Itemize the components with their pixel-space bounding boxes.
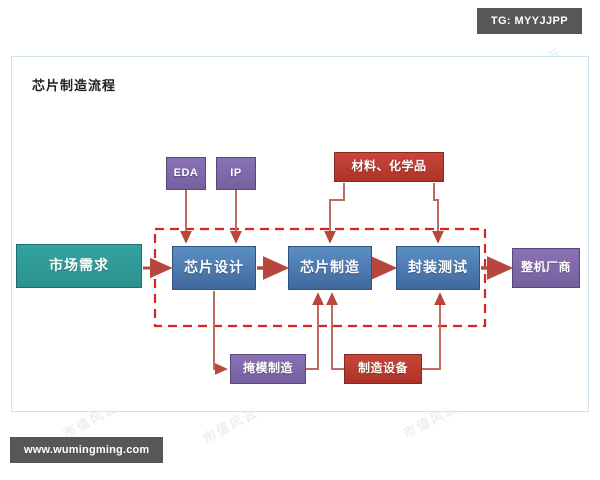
node-ip[interactable]: IP: [216, 157, 256, 190]
site-url-badge: www.wumingming.com: [10, 437, 164, 463]
node-packaging-testing[interactable]: 封装测试: [396, 246, 480, 290]
node-market-demand[interactable]: 市场需求: [16, 244, 142, 288]
node-materials-chemicals[interactable]: 材料、化学品: [334, 152, 444, 182]
node-mask-manufacturing[interactable]: 掩模制造: [230, 354, 306, 384]
node-chip-fabrication[interactable]: 芯片制造: [288, 246, 372, 290]
page-title: 芯片制造流程: [32, 78, 117, 93]
node-manufacturing-equipment[interactable]: 制造设备: [344, 354, 422, 384]
node-oem-manufacturers[interactable]: 整机厂商: [512, 248, 580, 288]
tg-handle-badge: TG: MYYJJPP: [476, 8, 582, 34]
node-chip-design[interactable]: 芯片设计: [172, 246, 256, 290]
node-eda[interactable]: EDA: [166, 157, 206, 190]
